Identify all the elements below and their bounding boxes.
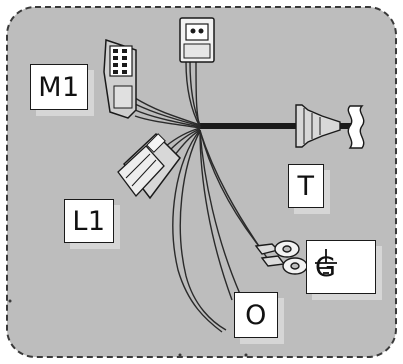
ground-symbol-icon <box>315 249 337 274</box>
label-m1-text: M1 <box>38 71 80 103</box>
cable-cut-end <box>347 105 365 149</box>
bottom-marker-dot <box>178 353 182 357</box>
label-o-text: O <box>245 299 267 331</box>
grommet-icon <box>295 104 341 148</box>
side-marker-dot <box>8 299 12 303</box>
m1-connector-icon <box>103 38 137 119</box>
ring-terminal-icon <box>254 240 308 275</box>
top-connector-icon <box>179 17 215 63</box>
label-o: O <box>234 292 278 338</box>
bottom-marker-dot <box>244 353 248 357</box>
label-g-text: G <box>315 251 337 283</box>
l1-connector-icon <box>117 132 181 200</box>
label-t-text: T <box>297 170 315 202</box>
label-l1-text: L1 <box>72 205 106 237</box>
label-l1: L1 <box>64 199 114 243</box>
label-m1: M1 <box>30 64 88 110</box>
label-g: G <box>306 240 376 294</box>
label-t: T <box>288 164 324 208</box>
harness-wires <box>134 61 271 333</box>
